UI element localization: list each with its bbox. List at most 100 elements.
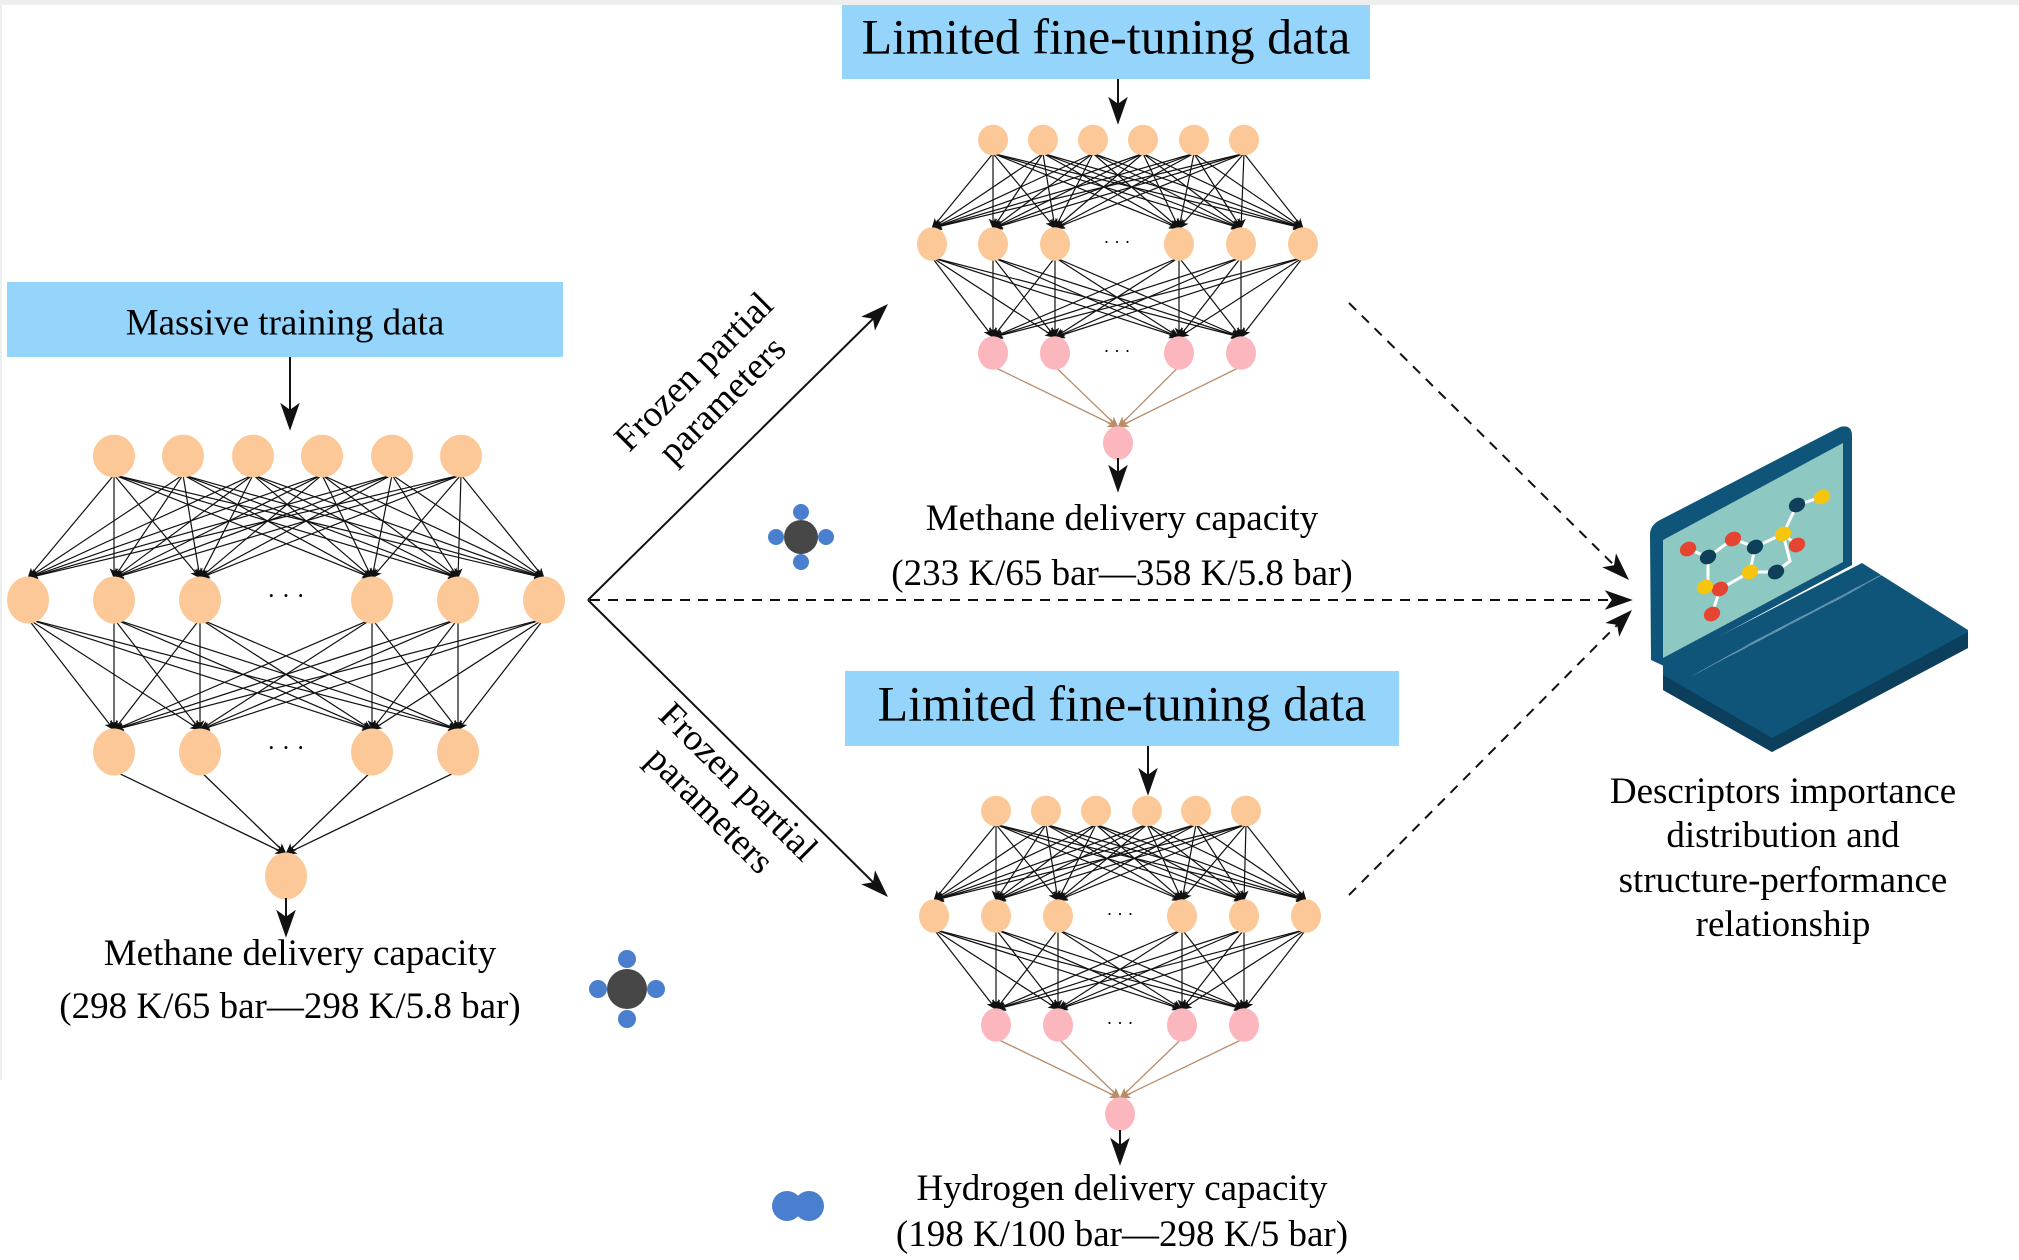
network-edge: [284, 770, 459, 855]
frame-border-left: [0, 0, 2, 1080]
input-node: [1081, 795, 1111, 827]
keyboard-key: [1716, 648, 1743, 663]
network-nodes: · · ·· · ·: [919, 795, 1321, 1131]
molecule-atom: [1696, 579, 1714, 595]
network-edge: [1053, 152, 1245, 229]
network-edge: [112, 474, 393, 579]
output-node: [265, 852, 307, 900]
hidden-node: [1040, 336, 1070, 370]
hidden-node: [1040, 227, 1070, 261]
analysis-caption-line1: Descriptors importance: [1610, 771, 1956, 812]
hidden-node: [1167, 1008, 1197, 1042]
hidden-node: [437, 728, 479, 776]
limited-fine-tuning-data-box-methane: [842, 5, 1370, 79]
network-edge: [1239, 824, 1249, 902]
network-edge: [1053, 256, 1304, 339]
keyboard-key: [1742, 633, 1769, 648]
network-edge: [457, 618, 545, 731]
network-edge: [1119, 1038, 1183, 1100]
network-edge: [113, 474, 254, 579]
hidden-node: [1167, 899, 1197, 933]
limited-fine-tuning-data-label-hydrogen: Limited fine-tuning data: [878, 675, 1367, 731]
network-edge: [931, 257, 994, 339]
source-output-title: Methane delivery capacity: [104, 933, 497, 974]
network-edge: [1181, 824, 1247, 902]
network-edge: [112, 618, 545, 732]
molecule-atom: [1679, 541, 1697, 557]
input-node: [1128, 124, 1158, 156]
hidden-node: [919, 899, 949, 933]
keyboard-key: [1781, 614, 1808, 629]
keyboard-key: [1709, 652, 1736, 667]
network-edge: [995, 823, 1148, 901]
hidden-node: [1043, 1008, 1073, 1042]
network-edge: [932, 823, 1247, 903]
network-edge: [460, 474, 545, 579]
molecule-atom: [1711, 581, 1729, 597]
keyboard-key: [1735, 638, 1763, 652]
frozen-parameters-arrow-upper: [587, 304, 888, 601]
analysis-caption-line3: structure-performance: [1619, 860, 1948, 901]
network-edge: [182, 474, 203, 580]
hydrogen-icon: [772, 1191, 824, 1221]
network-edge: [113, 474, 201, 579]
ellipsis-dots: · · ·: [1107, 904, 1134, 924]
keyboard-key: [1690, 663, 1717, 677]
input-node: [1028, 124, 1058, 156]
network-edge: [932, 823, 1197, 902]
input-node: [93, 434, 135, 478]
keyboard-key: [1826, 591, 1853, 606]
input-node: [1132, 795, 1162, 827]
frozen-parameters-arrow-lower: [587, 599, 888, 897]
network-edge: [199, 770, 287, 855]
network-edge: [992, 153, 1094, 229]
network-edge: [930, 152, 1144, 230]
target-network-hydrogen: · · ·· · ·: [919, 795, 1321, 1131]
input-node: [978, 124, 1008, 156]
network-edge: [285, 770, 373, 855]
network-edge: [992, 365, 1120, 428]
network-edge: [933, 824, 997, 902]
dashed-arrow-to-analysis-lower: [1348, 610, 1632, 896]
keyboard-key: [1801, 602, 1828, 617]
methane-target-output-condition: (233 K/65 bar—358 K/5.8 bar): [891, 553, 1352, 594]
network-edge: [1118, 1037, 1245, 1099]
network-edge: [1181, 928, 1307, 1010]
network-edge: [1178, 256, 1304, 338]
source-model: Massive training data · · ·· · · Methane…: [7, 282, 665, 1028]
network-edge: [994, 928, 1245, 1011]
molecule-atoms: [1679, 489, 1831, 622]
analysis-caption-line4: relationship: [1696, 904, 1871, 945]
target-network-methane: · · ·· · ·: [917, 124, 1318, 460]
hidden-node: [1164, 336, 1194, 370]
input-node: [1229, 124, 1259, 156]
limited-fine-tuning-data-label-methane: Limited fine-tuning data: [862, 8, 1351, 64]
network-edge: [198, 618, 545, 732]
hidden-node: [93, 728, 135, 776]
keyboard-key: [1755, 627, 1782, 642]
input-node: [371, 434, 413, 478]
network-edge: [1179, 824, 1197, 902]
keyboard-key: [1787, 612, 1814, 626]
keyboard-key: [1774, 617, 1802, 632]
target-model-hydrogen: Limited fine-tuning data · · ·· · · Hydr…: [772, 610, 1632, 1255]
network-edge: [199, 474, 254, 579]
keyboard-key: [1761, 625, 1788, 639]
network-edge: [930, 152, 1195, 230]
network-edge: [1056, 928, 1307, 1011]
hidden-node: [1288, 227, 1318, 261]
keyboard-key: [1852, 576, 1880, 591]
input-node: [1231, 795, 1261, 827]
frame-border-top: [0, 0, 2019, 5]
network-edge: [371, 618, 459, 731]
hidden-node: [1229, 1008, 1259, 1042]
keyboard-key: [1794, 607, 1821, 622]
network-edge: [992, 257, 1056, 339]
network-edge: [113, 618, 373, 731]
network-edge: [930, 152, 1245, 231]
network-edge: [26, 474, 393, 580]
source-output-condition: (298 K/65 bar—298 K/5.8 bar): [59, 986, 520, 1027]
hidden-node: [1229, 899, 1259, 933]
analysis-panel: Descriptors importance distribution and …: [1610, 426, 1968, 945]
methane-target-output-title: Methane delivery capacity: [926, 498, 1319, 539]
